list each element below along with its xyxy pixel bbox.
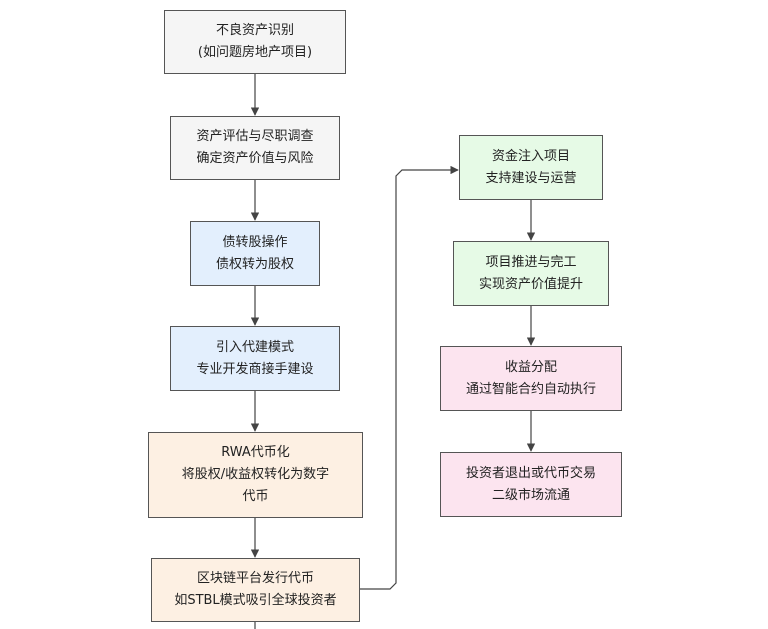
node-label-line: 资产评估与尽职调查 [196,129,314,144]
node-label-line: 支持建设与运营 [485,170,577,186]
node-label-line: 收益分配 [504,359,557,375]
node-due-diligence: 资产评估与尽职调查 确定资产价值与风险 [170,116,340,180]
node-label-line: 通过智能合约自动执行 [465,381,596,397]
node-label-line: 确定资产价值与风险 [196,151,314,166]
node-label-line: 将股权/收益权转化为数字 [181,467,330,482]
node-token-issuance: 区块链平台发行代币 如STBL模式吸引全球投资者 [151,558,360,622]
node-agent-build: 引入代建模式 专业开发商接手建设 [170,326,340,391]
node-capital-injection: 资金注入项目 支持建设与运营 [459,135,603,200]
node-label-line: 投资者退出或代币交易 [465,465,596,481]
node-label-line: 代币 [242,489,269,504]
edge-token-issue-to-capital [360,165,459,590]
node-asset-identification: 不良资产识别 (如问题房地产项目) [164,10,346,74]
node-label-line: 二级市场流通 [491,487,570,503]
node-revenue-distribution: 收益分配 通过智能合约自动执行 [440,346,622,411]
node-label-line: 如STBL模式吸引全球投资者 [174,593,337,608]
node-debt-to-equity: 债转股操作 债权转为股权 [190,221,320,286]
node-label-line: 引入代建模式 [215,339,294,355]
node-label-line: (如问题房地产项目) [197,45,313,60]
node-label-line: 专业开发商接手建设 [196,361,314,377]
node-label-line: 实现资产价值提升 [478,276,583,292]
node-label-line: 区块链平台发行代币 [196,571,314,586]
node-investor-exit: 投资者退出或代币交易 二级市场流通 [440,452,622,517]
node-label-line: 不良资产识别 [215,23,294,38]
node-label-line: 资金注入项目 [491,148,570,164]
node-label-line: 项目推进与完工 [485,254,577,270]
node-rwa-tokenization: RWA代币化 将股权/收益权转化为数字 代币 [148,432,363,518]
node-project-completion: 项目推进与完工 实现资产价值提升 [453,241,609,306]
node-label-line: 债权转为股权 [215,256,294,272]
node-label-line: 债转股操作 [222,234,288,250]
node-label-line: RWA代币化 [221,445,290,460]
